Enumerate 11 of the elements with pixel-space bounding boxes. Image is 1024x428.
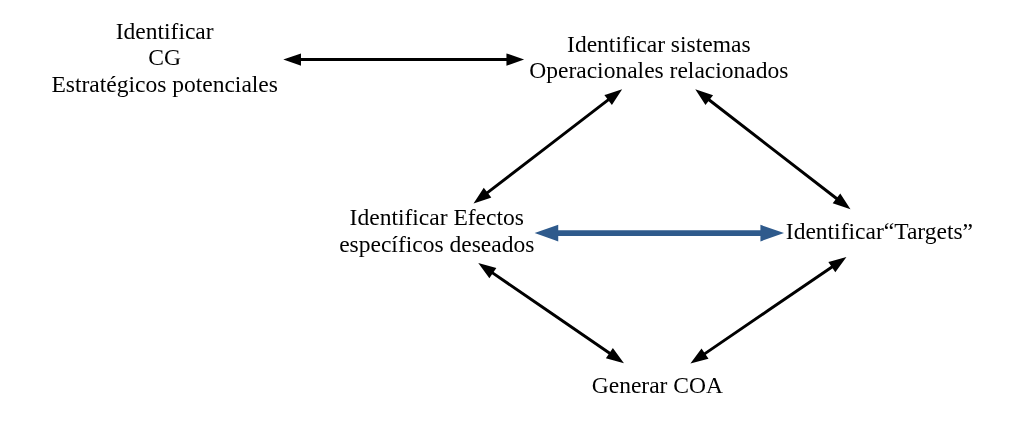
arrow: [282, 53, 524, 66]
arrow: [477, 263, 624, 364]
arrow: [689, 257, 846, 364]
arrow: [534, 224, 784, 242]
node-text: Identificar sistemas Operacionales relacionados: [528, 30, 788, 84]
node-text: Generar COA: [591, 372, 723, 399]
node-text: Identificar CG Estratégicos potenciales: [50, 17, 278, 97]
arrow: [694, 89, 850, 210]
node-text: Identificar Efectos específicos deseados: [338, 204, 534, 257]
node-text: Identificar“Targets”: [785, 217, 973, 244]
arrow: [473, 89, 622, 204]
